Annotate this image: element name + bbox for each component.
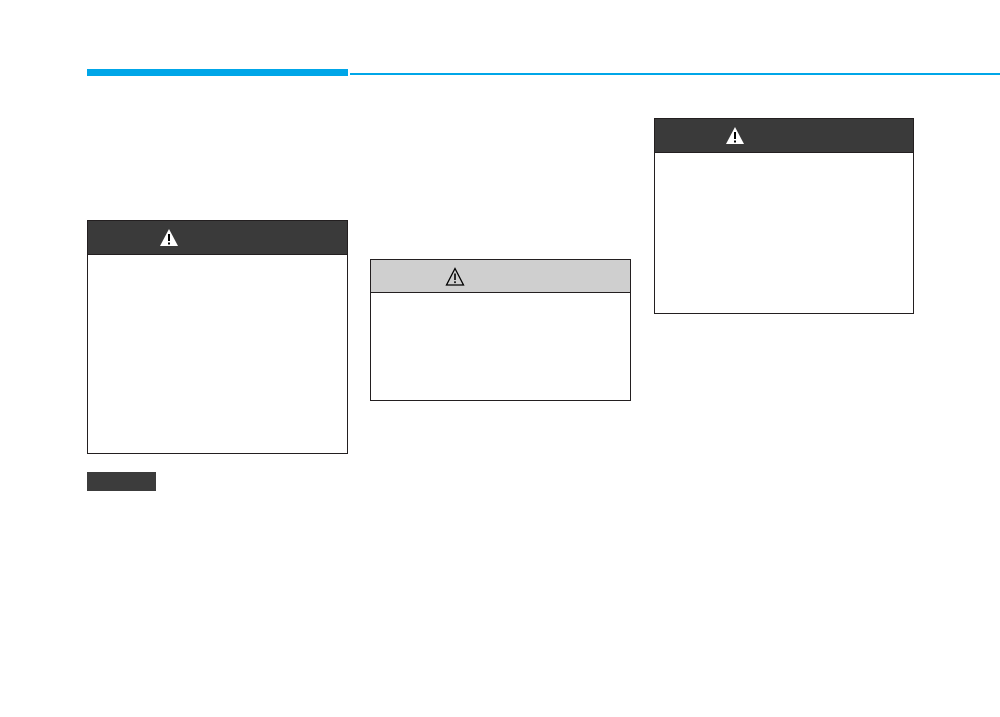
header-rule-thin <box>350 73 1000 75</box>
info-tab <box>87 472 156 491</box>
warning-triangle-icon <box>160 229 178 246</box>
caution-body <box>371 293 630 309</box>
warning-header <box>655 119 913 153</box>
caution-box-middle <box>370 259 631 401</box>
header-rule-thick <box>87 69 348 76</box>
warning-box-left <box>87 220 348 454</box>
warning-box-right <box>654 118 914 314</box>
warning-triangle-icon <box>726 127 744 144</box>
warning-body <box>88 255 347 271</box>
warning-header <box>88 221 347 255</box>
caution-header <box>371 260 630 293</box>
caution-triangle-icon <box>445 267 465 286</box>
warning-body <box>655 153 913 169</box>
